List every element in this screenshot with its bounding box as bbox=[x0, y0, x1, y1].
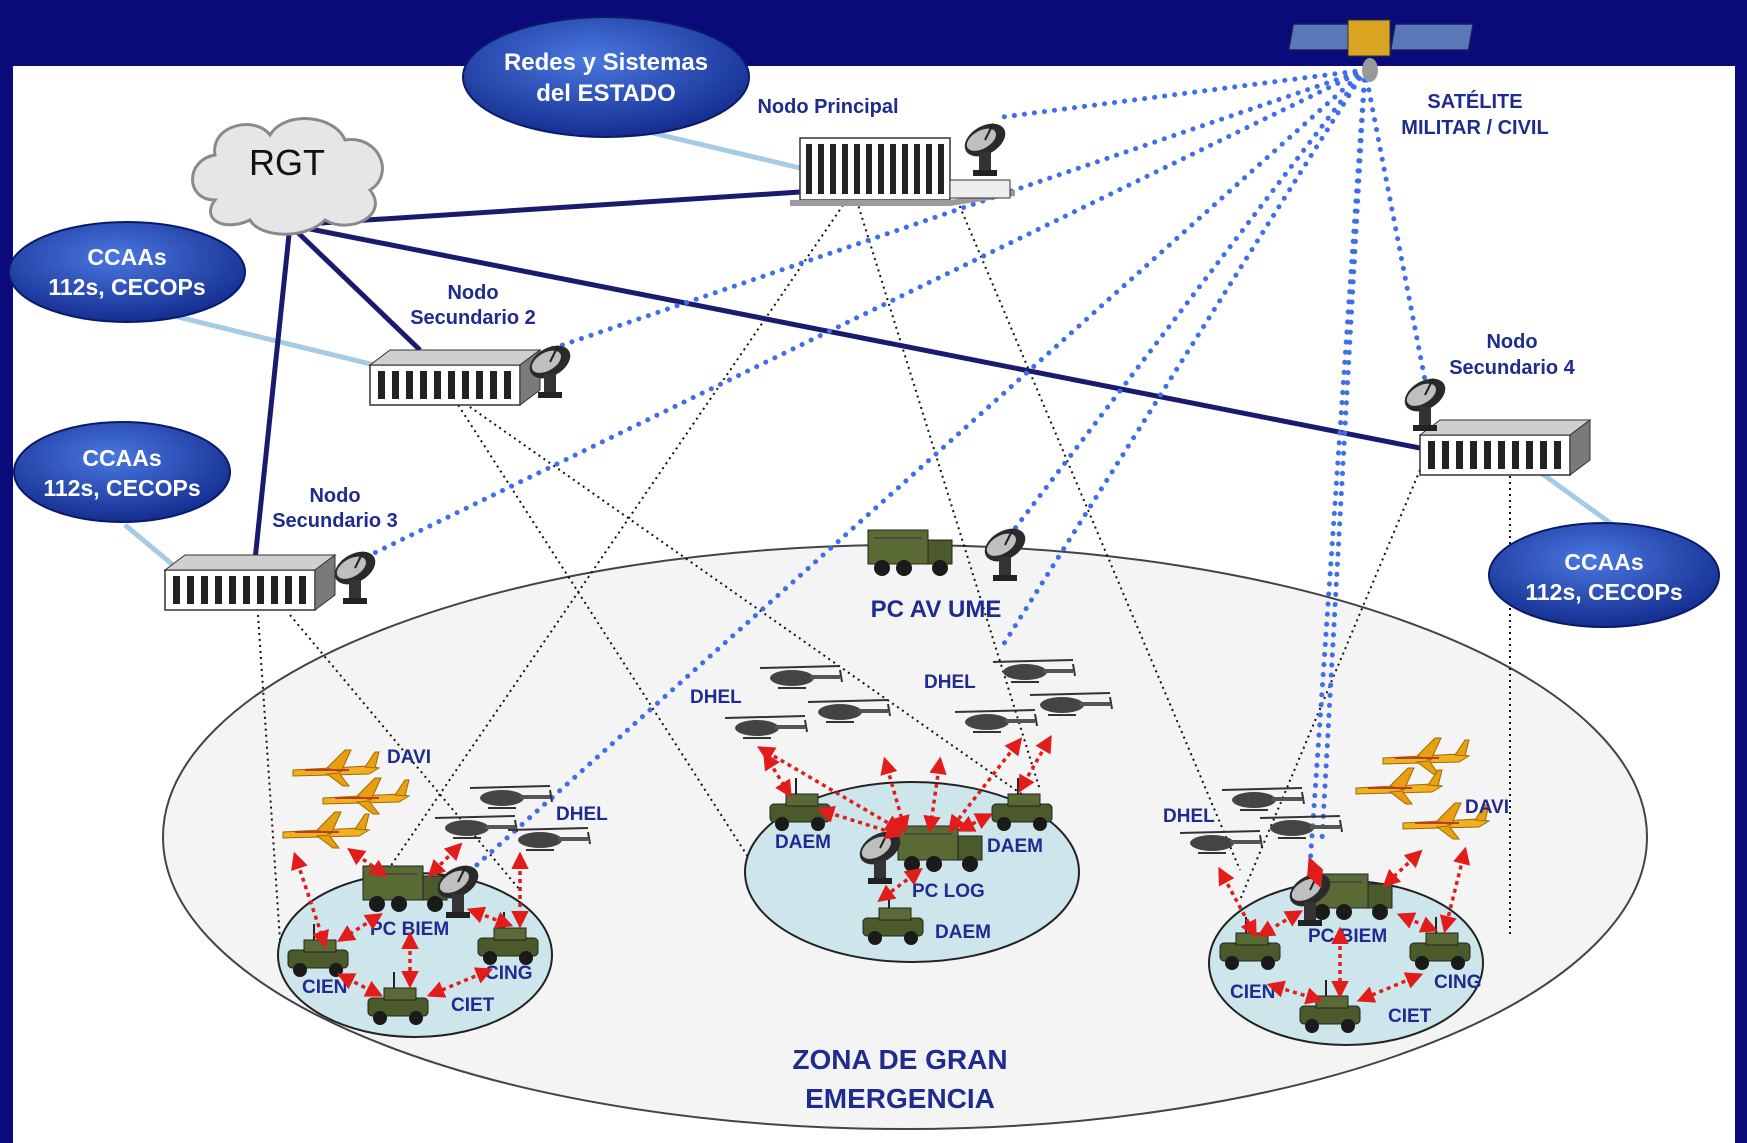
nodo-principal-dish-icon bbox=[957, 115, 1013, 177]
satellite-label-2: MILITAR / CIVIL bbox=[1401, 117, 1548, 139]
left-pc-label: PC BIEM bbox=[370, 919, 449, 940]
nodo-sec4-line1: Nodo bbox=[1486, 331, 1537, 353]
zone-title-line1: ZONA DE GRAN bbox=[792, 1044, 1007, 1075]
nodo-sec2-building bbox=[369, 349, 541, 406]
right-ciet-label: CIET bbox=[1388, 1006, 1432, 1027]
pc-av-label: PC AV UME bbox=[871, 596, 1002, 623]
center-daem-left-label: DAEM bbox=[775, 832, 831, 853]
ccaas-mid-line1: CCAAs bbox=[82, 445, 161, 471]
nodo-sec4-line2: Secundario 4 bbox=[1449, 357, 1575, 379]
center-dhel-b-label: DHEL bbox=[924, 672, 976, 693]
rgt-links bbox=[252, 189, 1431, 561]
left-davi-label: DAVI bbox=[387, 747, 431, 768]
ccaas-bubble-top: CCAAs 112s, CECOPs bbox=[8, 221, 246, 323]
nodo-sec2-line2: Secundario 2 bbox=[410, 307, 536, 329]
nodo-principal-label: Nodo Principal bbox=[757, 96, 898, 118]
nodo-sec3-line2: Secundario 3 bbox=[272, 510, 398, 532]
zone-title-line2: EMERGENCIA bbox=[805, 1083, 995, 1114]
center-dhel-a-label: DHEL bbox=[690, 687, 742, 708]
left-ciet-label: CIET bbox=[451, 995, 495, 1016]
left-cien-label: CIEN bbox=[302, 977, 347, 998]
center-daem-right-label: DAEM bbox=[987, 836, 1043, 857]
nodo-sec2-line1: Nodo bbox=[447, 282, 498, 304]
left-dhel-label: DHEL bbox=[556, 804, 608, 825]
left-cing-label: CING bbox=[485, 963, 533, 984]
ccaas-mid-line2: 112s, CECOPs bbox=[43, 475, 200, 501]
satellite-icon bbox=[1287, 19, 1475, 82]
ccaas-right-line1: CCAAs bbox=[1564, 549, 1643, 575]
ccaas-top-line1: CCAAs bbox=[87, 244, 166, 270]
center-pc-label: PC LOG bbox=[912, 881, 985, 902]
redes-line2: del ESTADO bbox=[536, 80, 676, 107]
redes-estado-bubble: Redes y Sistemas del ESTADO bbox=[462, 16, 750, 138]
nodo-sec3-line1: Nodo bbox=[309, 485, 360, 507]
ccaas-top-line2: 112s, CECOPs bbox=[48, 274, 205, 300]
rgt-cloud: RGT bbox=[191, 117, 384, 236]
rgt-label: RGT bbox=[249, 142, 325, 183]
center-daem-bottom-label: DAEM bbox=[935, 922, 991, 943]
right-davi-label: DAVI bbox=[1465, 797, 1509, 818]
right-cing-label: CING bbox=[1434, 972, 1482, 993]
ccaas-bubble-right: CCAAs 112s, CECOPs bbox=[1488, 522, 1720, 628]
satellite-label-1: SATÉLITE bbox=[1427, 90, 1522, 113]
nodo-sec4-building bbox=[1419, 419, 1591, 476]
satellite-links bbox=[357, 67, 1428, 883]
right-cien-label: CIEN bbox=[1230, 982, 1275, 1003]
pc-av-truck-icon bbox=[867, 529, 953, 577]
ccaas-right-line2: 112s, CECOPs bbox=[1525, 579, 1682, 605]
red-arrows bbox=[291, 734, 1471, 1005]
redes-line1: Redes y Sistemas bbox=[504, 49, 708, 76]
nodo-sec3-building bbox=[164, 554, 336, 611]
right-dhel-label: DHEL bbox=[1163, 806, 1215, 827]
nodo-principal-building bbox=[790, 137, 1015, 206]
right-pc-label: PC BIEM bbox=[1308, 926, 1387, 947]
ccaas-bubble-mid: CCAAs 112s, CECOPs bbox=[13, 421, 231, 523]
